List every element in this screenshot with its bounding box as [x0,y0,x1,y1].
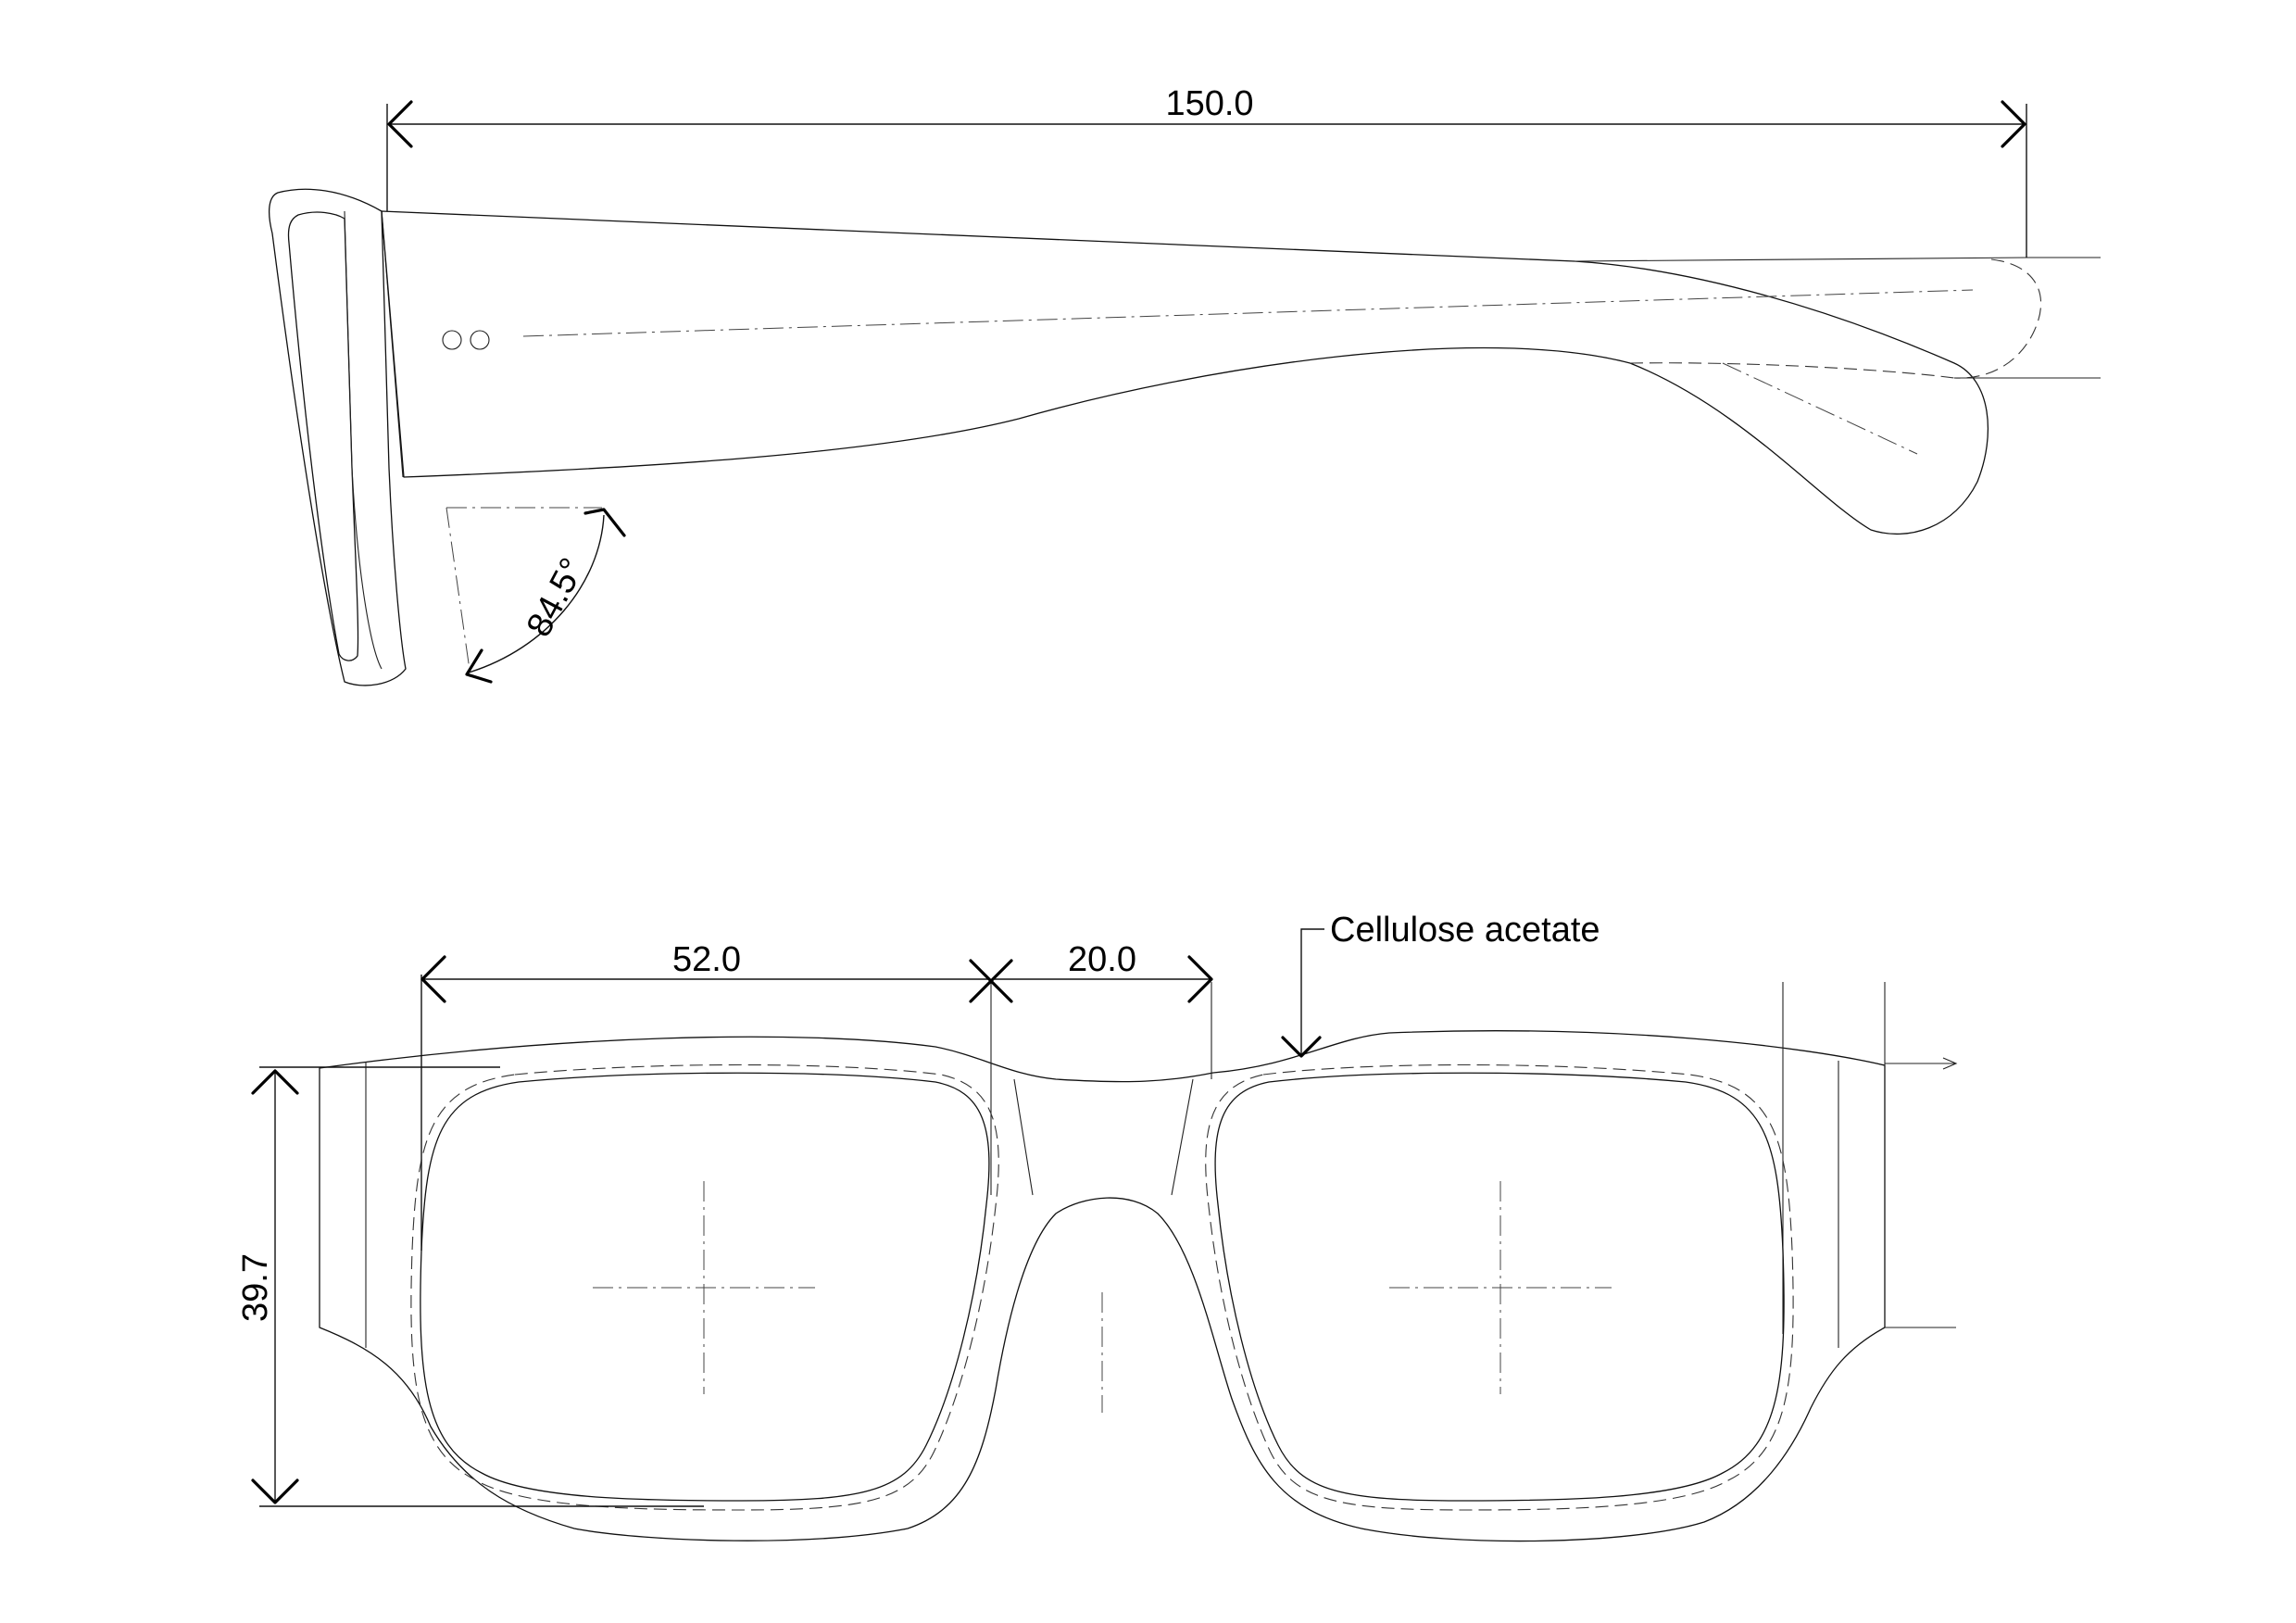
temple-arm [381,210,2101,535]
nose-bridge [1013,1078,1194,1196]
arrowhead-height-top [251,1069,299,1095]
arrowhead-lens-left [420,955,446,1003]
bridge-width-dimension: 20.0 [993,940,1213,1003]
arrowhead-left [387,100,413,148]
arrowhead-right [2001,100,2026,148]
material-label: Cellulose acetate [1330,911,1600,950]
temple-length-dimension: 150.0 [386,84,2027,258]
angle-label: 84.5° [520,552,593,643]
lens-height-dimension: 39.7 [236,1066,704,1507]
lens-height-label: 39.7 [236,1253,275,1322]
lens-width-label: 52.0 [672,940,741,979]
arrowhead-height-bottom [251,1478,299,1504]
lens-width-dimension: 52.0 [420,940,1013,1251]
side-view: 150.0 84.5° [268,84,2101,686]
bridge-width-label: 20.0 [1068,940,1136,979]
hinge-pin-2 [470,330,490,350]
arrowhead-angle-bottom [465,648,493,684]
arrowhead-material [1281,1036,1322,1058]
right-end-piece [1782,982,1958,1348]
frame-outline [319,1030,1886,1542]
front-view: 52.0 20.0 39.7 Cellulose acetate [236,911,1958,1542]
right-lens [1205,1063,1794,1511]
hinge-pin-1 [442,330,462,350]
material-callout: Cellulose acetate [1281,911,1600,1058]
front-rim-profile [268,188,407,686]
angle-dimension: 84.5° [445,507,626,684]
arrowhead-angle-top [583,508,626,537]
left-end-piece [319,1062,367,1348]
left-lens [410,1063,999,1511]
cross-mark-right [969,959,1013,1003]
arrowhead-bridge-right [1187,955,1213,1003]
temple-length-label: 150.0 [1165,84,1253,123]
